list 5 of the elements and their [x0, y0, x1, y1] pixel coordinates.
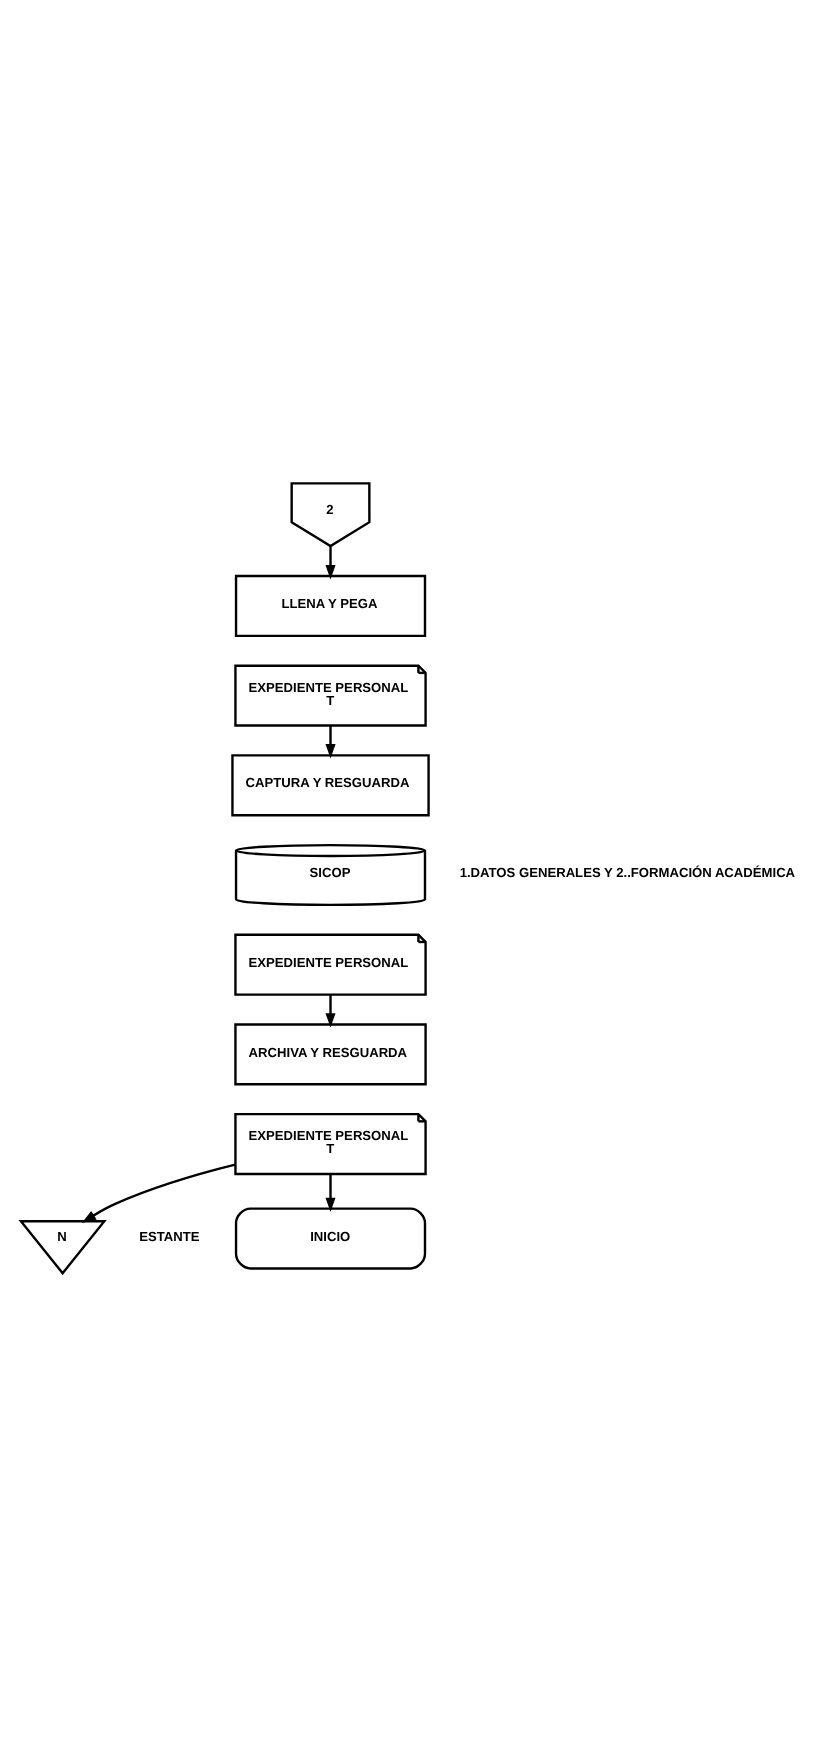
arrow: [325, 724, 336, 758]
arrow: [325, 1173, 336, 1211]
arrow: [81, 1162, 236, 1223]
arrow: [325, 545, 336, 579]
arrow: [325, 993, 336, 1027]
